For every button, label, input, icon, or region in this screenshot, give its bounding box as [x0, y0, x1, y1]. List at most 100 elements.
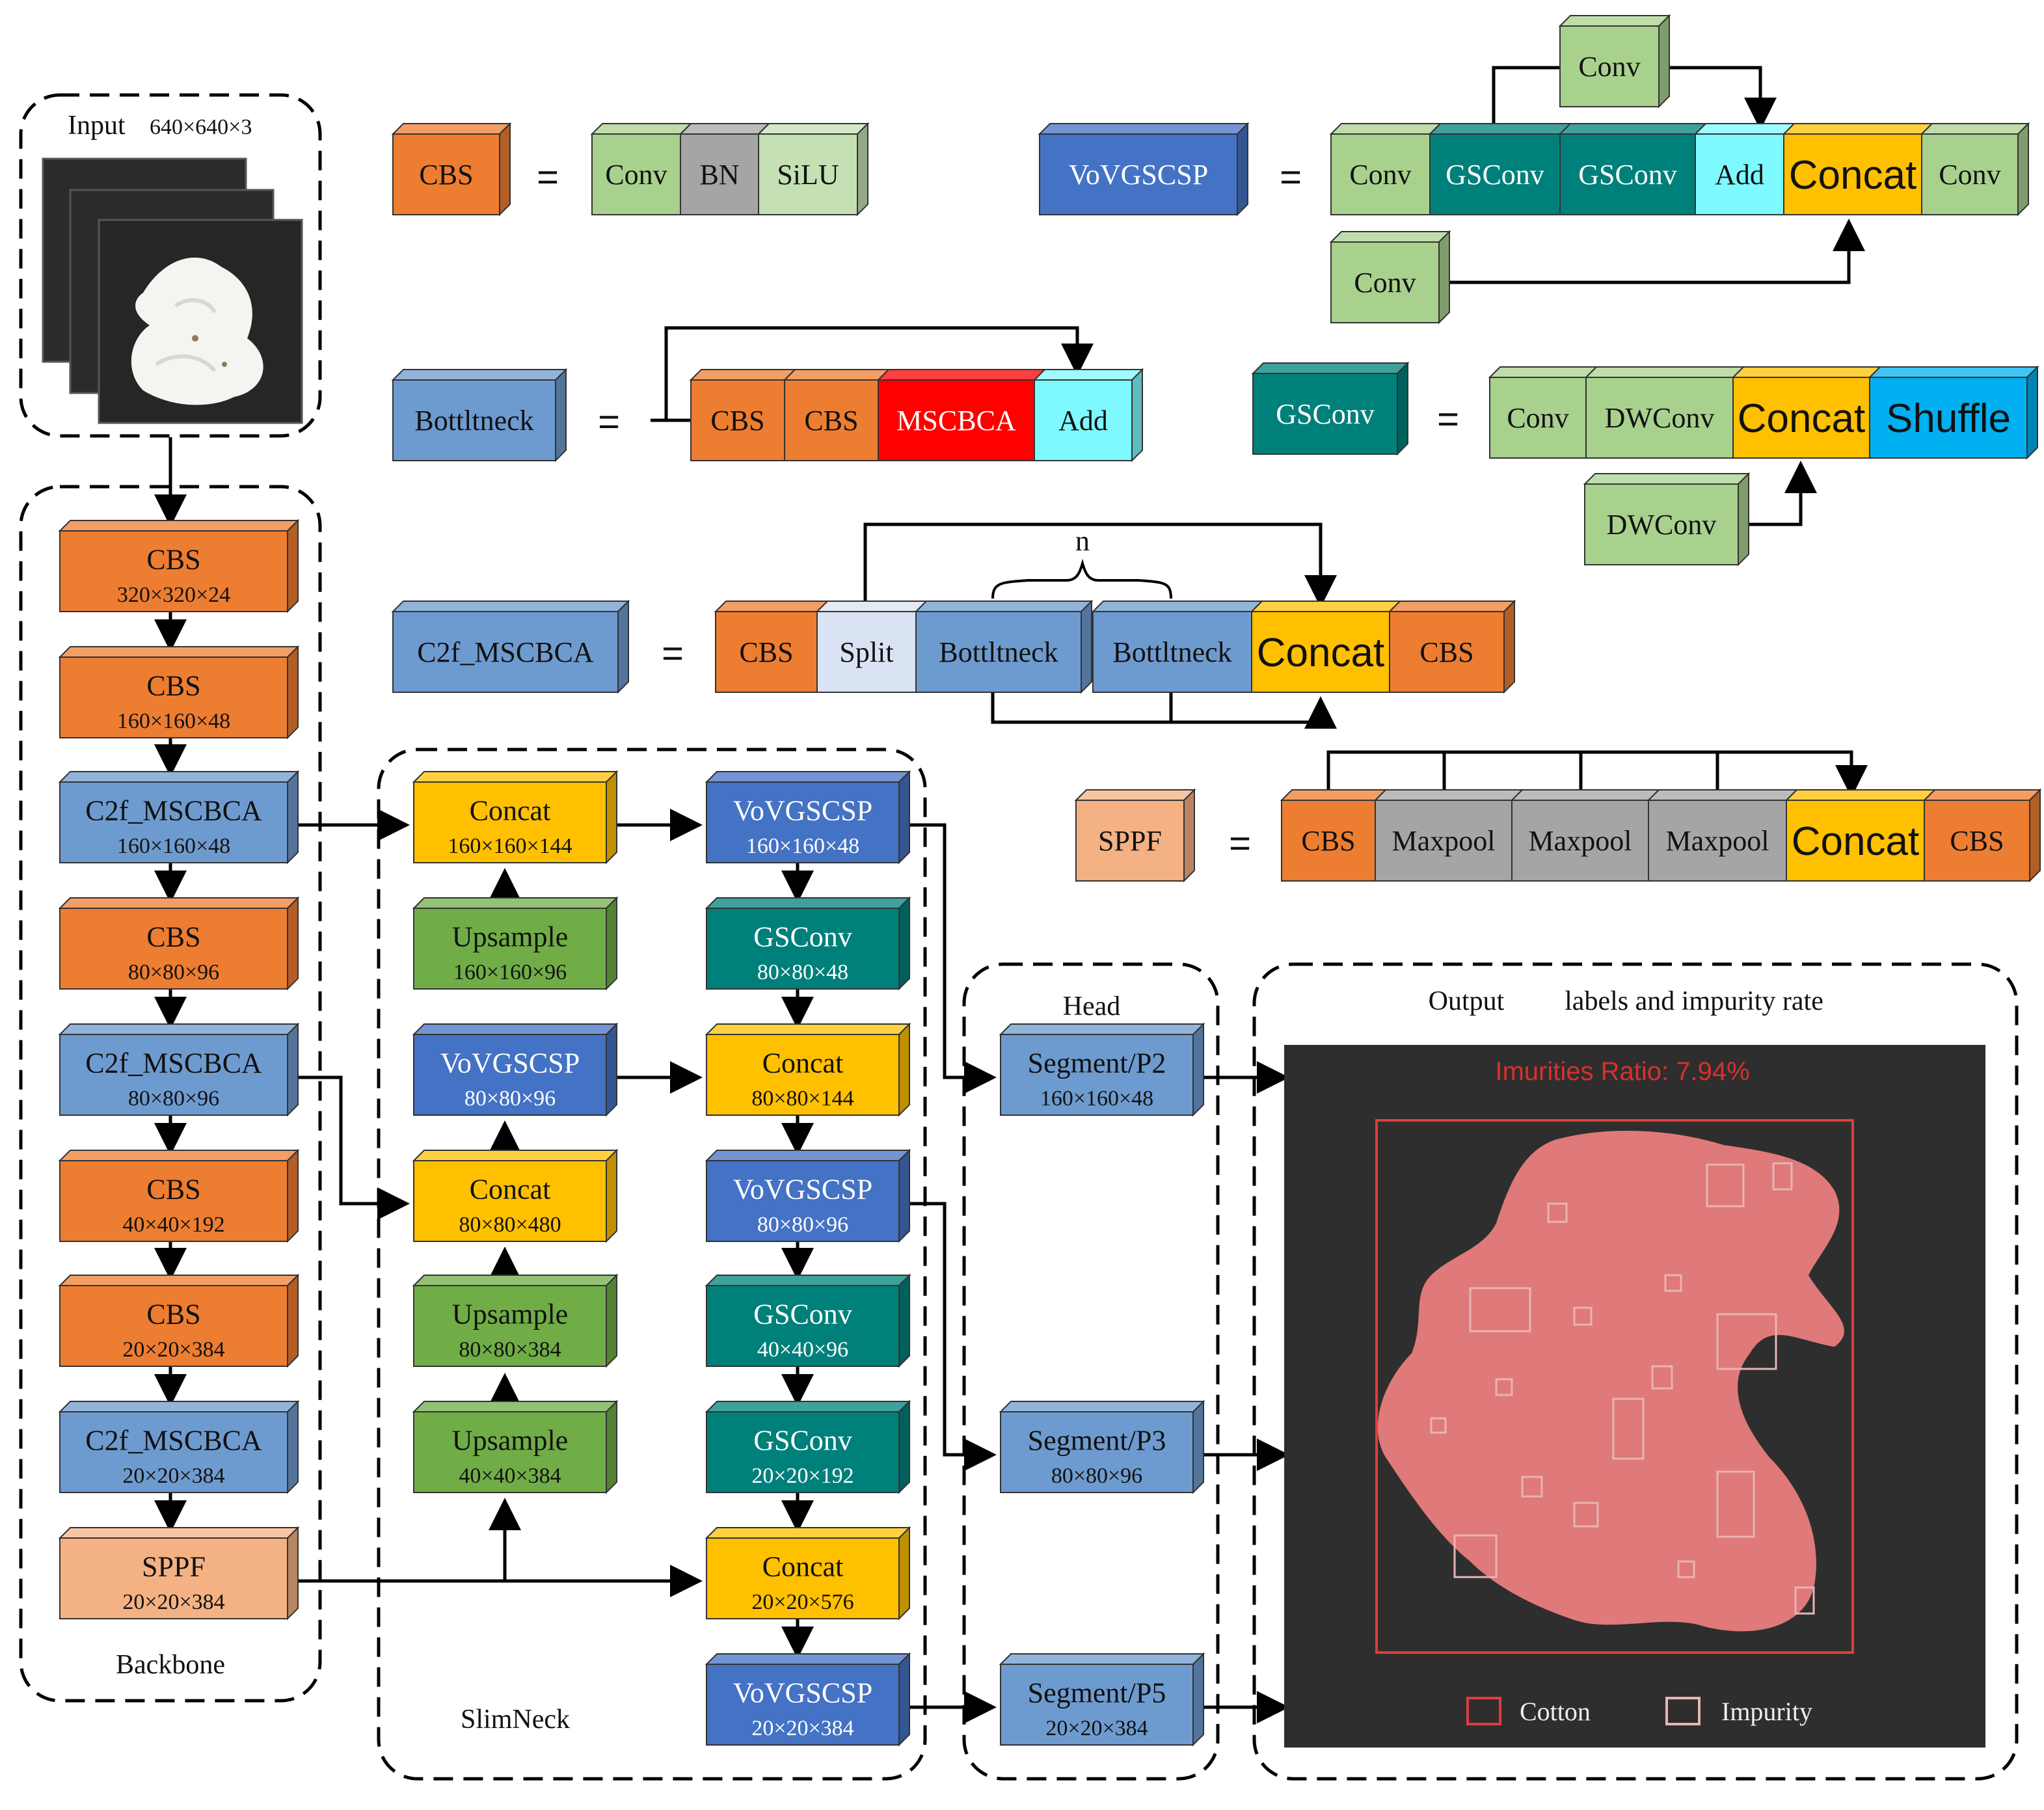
block-size: 160×160×48	[1040, 1087, 1153, 1111]
block-name: Conv	[605, 159, 667, 191]
backbone-sppf-block: SPPF 20×20×384	[58, 1526, 300, 1621]
impurity-legend-label: Impurity	[1721, 1697, 1812, 1726]
block-size: 20×20×384	[1045, 1716, 1148, 1740]
input-size: 640×640×3	[150, 115, 252, 139]
head-label: Head	[1063, 992, 1121, 1021]
cotton-legend-label: Cotton	[1520, 1697, 1591, 1726]
block-name: BN	[699, 159, 739, 191]
output-sublabel: labels and impurity rate	[1565, 986, 1823, 1016]
c2f-part-cbs: CBS	[714, 601, 829, 693]
blocks: CBS320×320×24CBS160×160×48C2f_MSCBCA160×…	[58, 14, 2042, 1747]
head-segment-p5-block: Segment/P5 20×20×384	[999, 1652, 1205, 1747]
block-name: GSConv	[1578, 159, 1677, 191]
block-name: Segment/P5	[1028, 1677, 1166, 1709]
block-name: Concat	[1257, 630, 1384, 675]
block-name: C2f_MSCBCA	[85, 794, 262, 826]
block-name: Bottltneck	[414, 405, 533, 437]
block-size: 20×20×576	[751, 1590, 854, 1614]
gsconv-skip-dwconv: DWConv	[1583, 472, 1751, 567]
block-name: SPPF	[142, 1550, 206, 1582]
block-name: VoVGSCSP	[1069, 159, 1208, 191]
equals-sign: =	[1229, 822, 1251, 865]
repeat-brace	[991, 558, 1172, 599]
block-name: SPPF	[1098, 825, 1162, 857]
block-name: GSConv	[1276, 398, 1375, 430]
impurity-ratio-text: Imurities Ratio: 7.94%	[1495, 1057, 1749, 1086]
block-name: Concat	[1792, 819, 1919, 864]
block-name: Concat	[470, 1173, 551, 1205]
block-name: Concat	[762, 1047, 844, 1079]
input-photo-stack-icon	[42, 157, 303, 424]
block-size: 80×80×96	[757, 1213, 848, 1237]
block-name: Split	[839, 636, 893, 668]
block-size: 40×40×192	[122, 1213, 224, 1237]
block-name: Maxpool	[1392, 825, 1496, 857]
c2f-part-split: Split	[815, 601, 928, 693]
block-name: GSConv	[1446, 159, 1544, 191]
block-name: Segment/P2	[1028, 1047, 1166, 1079]
equals-sign: =	[537, 156, 559, 198]
impurity-legend-swatch	[1665, 1697, 1701, 1725]
block-size: 160×160×48	[746, 834, 859, 858]
gsconv-part-concat: Concat	[1731, 366, 1882, 459]
block-name: SiLU	[777, 159, 839, 191]
equals-sign: =	[598, 401, 620, 443]
sppf-def-label-block: SPPF	[1074, 788, 1196, 883]
output-frame	[1252, 962, 2019, 1781]
block-name: Upsample	[452, 1298, 568, 1330]
block-name: Upsample	[452, 1424, 568, 1456]
block-size: 40×40×384	[459, 1464, 561, 1488]
sppf-part-cbs: CBS	[1922, 788, 2042, 883]
neck-upsample-block: Upsample 160×160×96	[412, 896, 619, 991]
block-size: 160×160×96	[453, 960, 567, 984]
block-name: Conv	[1578, 51, 1640, 83]
head-segment-p2-block: Segment/P2 160×160×48	[999, 1022, 1205, 1117]
backbone-frame	[19, 485, 322, 1703]
block-name: CBS	[710, 405, 764, 437]
vov-skip-conv-bottom: Conv	[1329, 230, 1451, 325]
connector-line	[1439, 219, 1865, 284]
block-name: Bottltneck	[1112, 636, 1231, 668]
neck-upsample-block: Upsample 40×40×384	[412, 1399, 619, 1494]
impurity-boxes	[1430, 1162, 1815, 1615]
vov-part-conv: Conv	[1329, 123, 1442, 215]
equals-sign: =	[662, 632, 684, 675]
block-size: 20×20×384	[122, 1590, 224, 1614]
block-name: Conv	[1939, 159, 2000, 191]
c2f-part-concat: Concat	[1250, 601, 1402, 693]
output-image: Imurities Ratio: 7.94% Cotton	[1284, 1045, 1985, 1748]
connector-line	[991, 692, 1337, 729]
block-name: Upsample	[452, 921, 568, 952]
vovgscsp-def-label-block: VoVGSCSP	[1038, 122, 1250, 217]
block-name: DWConv	[1605, 402, 1715, 434]
block-name: CBS	[739, 636, 793, 668]
connector-line	[899, 1202, 997, 1471]
block-size: 80×80×96	[128, 960, 219, 984]
sppf-part-concat: Concat	[1784, 789, 1937, 882]
block-size: 20×20×192	[751, 1464, 854, 1488]
block-name: CBS	[146, 1173, 200, 1205]
block-name: CBS	[1419, 636, 1473, 668]
block-name: DWConv	[1607, 509, 1717, 541]
bottleneck-part-mscbca: MSCBCA	[876, 369, 1047, 461]
gsconv-part-dwconv: DWConv	[1584, 366, 1745, 459]
neck-label: SlimNeck	[461, 1705, 570, 1735]
block-name: Maxpool	[1666, 825, 1769, 857]
block-name: Maxpool	[1529, 825, 1632, 857]
c2f-def-label-block: C2f_MSCBCA	[391, 599, 630, 694]
output-label: Output	[1429, 986, 1505, 1016]
connector-line	[1492, 66, 1560, 134]
block-name: Conv	[1507, 402, 1568, 434]
c2f-part-cbs: CBS	[1388, 599, 1516, 694]
cotton-legend-swatch	[1466, 1697, 1501, 1725]
vov-skip-conv-top: Conv	[1558, 14, 1671, 109]
connector-line	[664, 326, 1094, 420]
bottleneck-part-add: Add	[1032, 368, 1144, 463]
